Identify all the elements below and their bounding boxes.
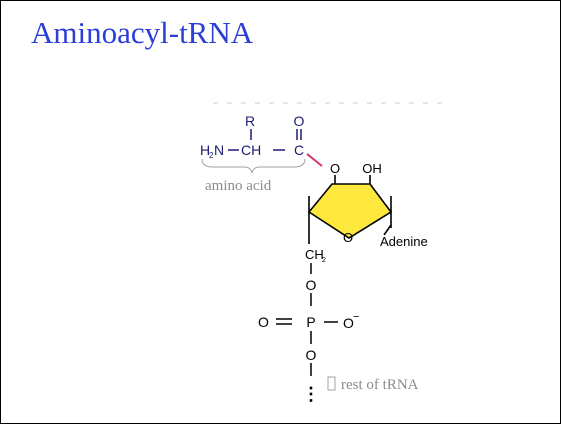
arrow-placeholder-glyph xyxy=(327,376,336,391)
linker-oxygen-bottom: O xyxy=(306,347,317,363)
continuation-dots: ⋮ xyxy=(302,384,320,404)
carbonyl-oxygen: O xyxy=(294,113,305,129)
carbonyl-carbon: C xyxy=(294,142,304,158)
phosphorus: P xyxy=(306,314,315,330)
slide-title: Aminoacyl-tRNA xyxy=(31,15,254,50)
negative-oxygen: O xyxy=(343,315,354,331)
methylene-subscript: 2 xyxy=(322,257,326,264)
amino-acid-brace xyxy=(201,158,306,174)
amine-h: H xyxy=(200,142,210,158)
amine-subscript: 2 xyxy=(209,151,214,160)
amine-n: N xyxy=(214,142,224,158)
adenine-label: Adenine xyxy=(380,234,428,249)
negative-charge: − xyxy=(353,311,359,323)
ribose-ring xyxy=(307,183,393,239)
ring-oxygen: O xyxy=(343,230,353,245)
ester-bond xyxy=(306,153,323,167)
amino-acid-label: amino acid xyxy=(205,178,272,194)
alpha-carbon: CH xyxy=(241,142,261,158)
rest-of-trna-label: rest of tRNA xyxy=(341,377,419,393)
linker-oxygen-top: O xyxy=(306,277,317,293)
methylene: CH xyxy=(305,247,324,262)
double-bonded-oxygen: O xyxy=(258,314,269,330)
side-chain-r: R xyxy=(245,113,255,129)
hydroxyl: OH xyxy=(362,161,382,176)
base-bond xyxy=(383,224,392,236)
ester-oxygen: O xyxy=(330,161,340,176)
